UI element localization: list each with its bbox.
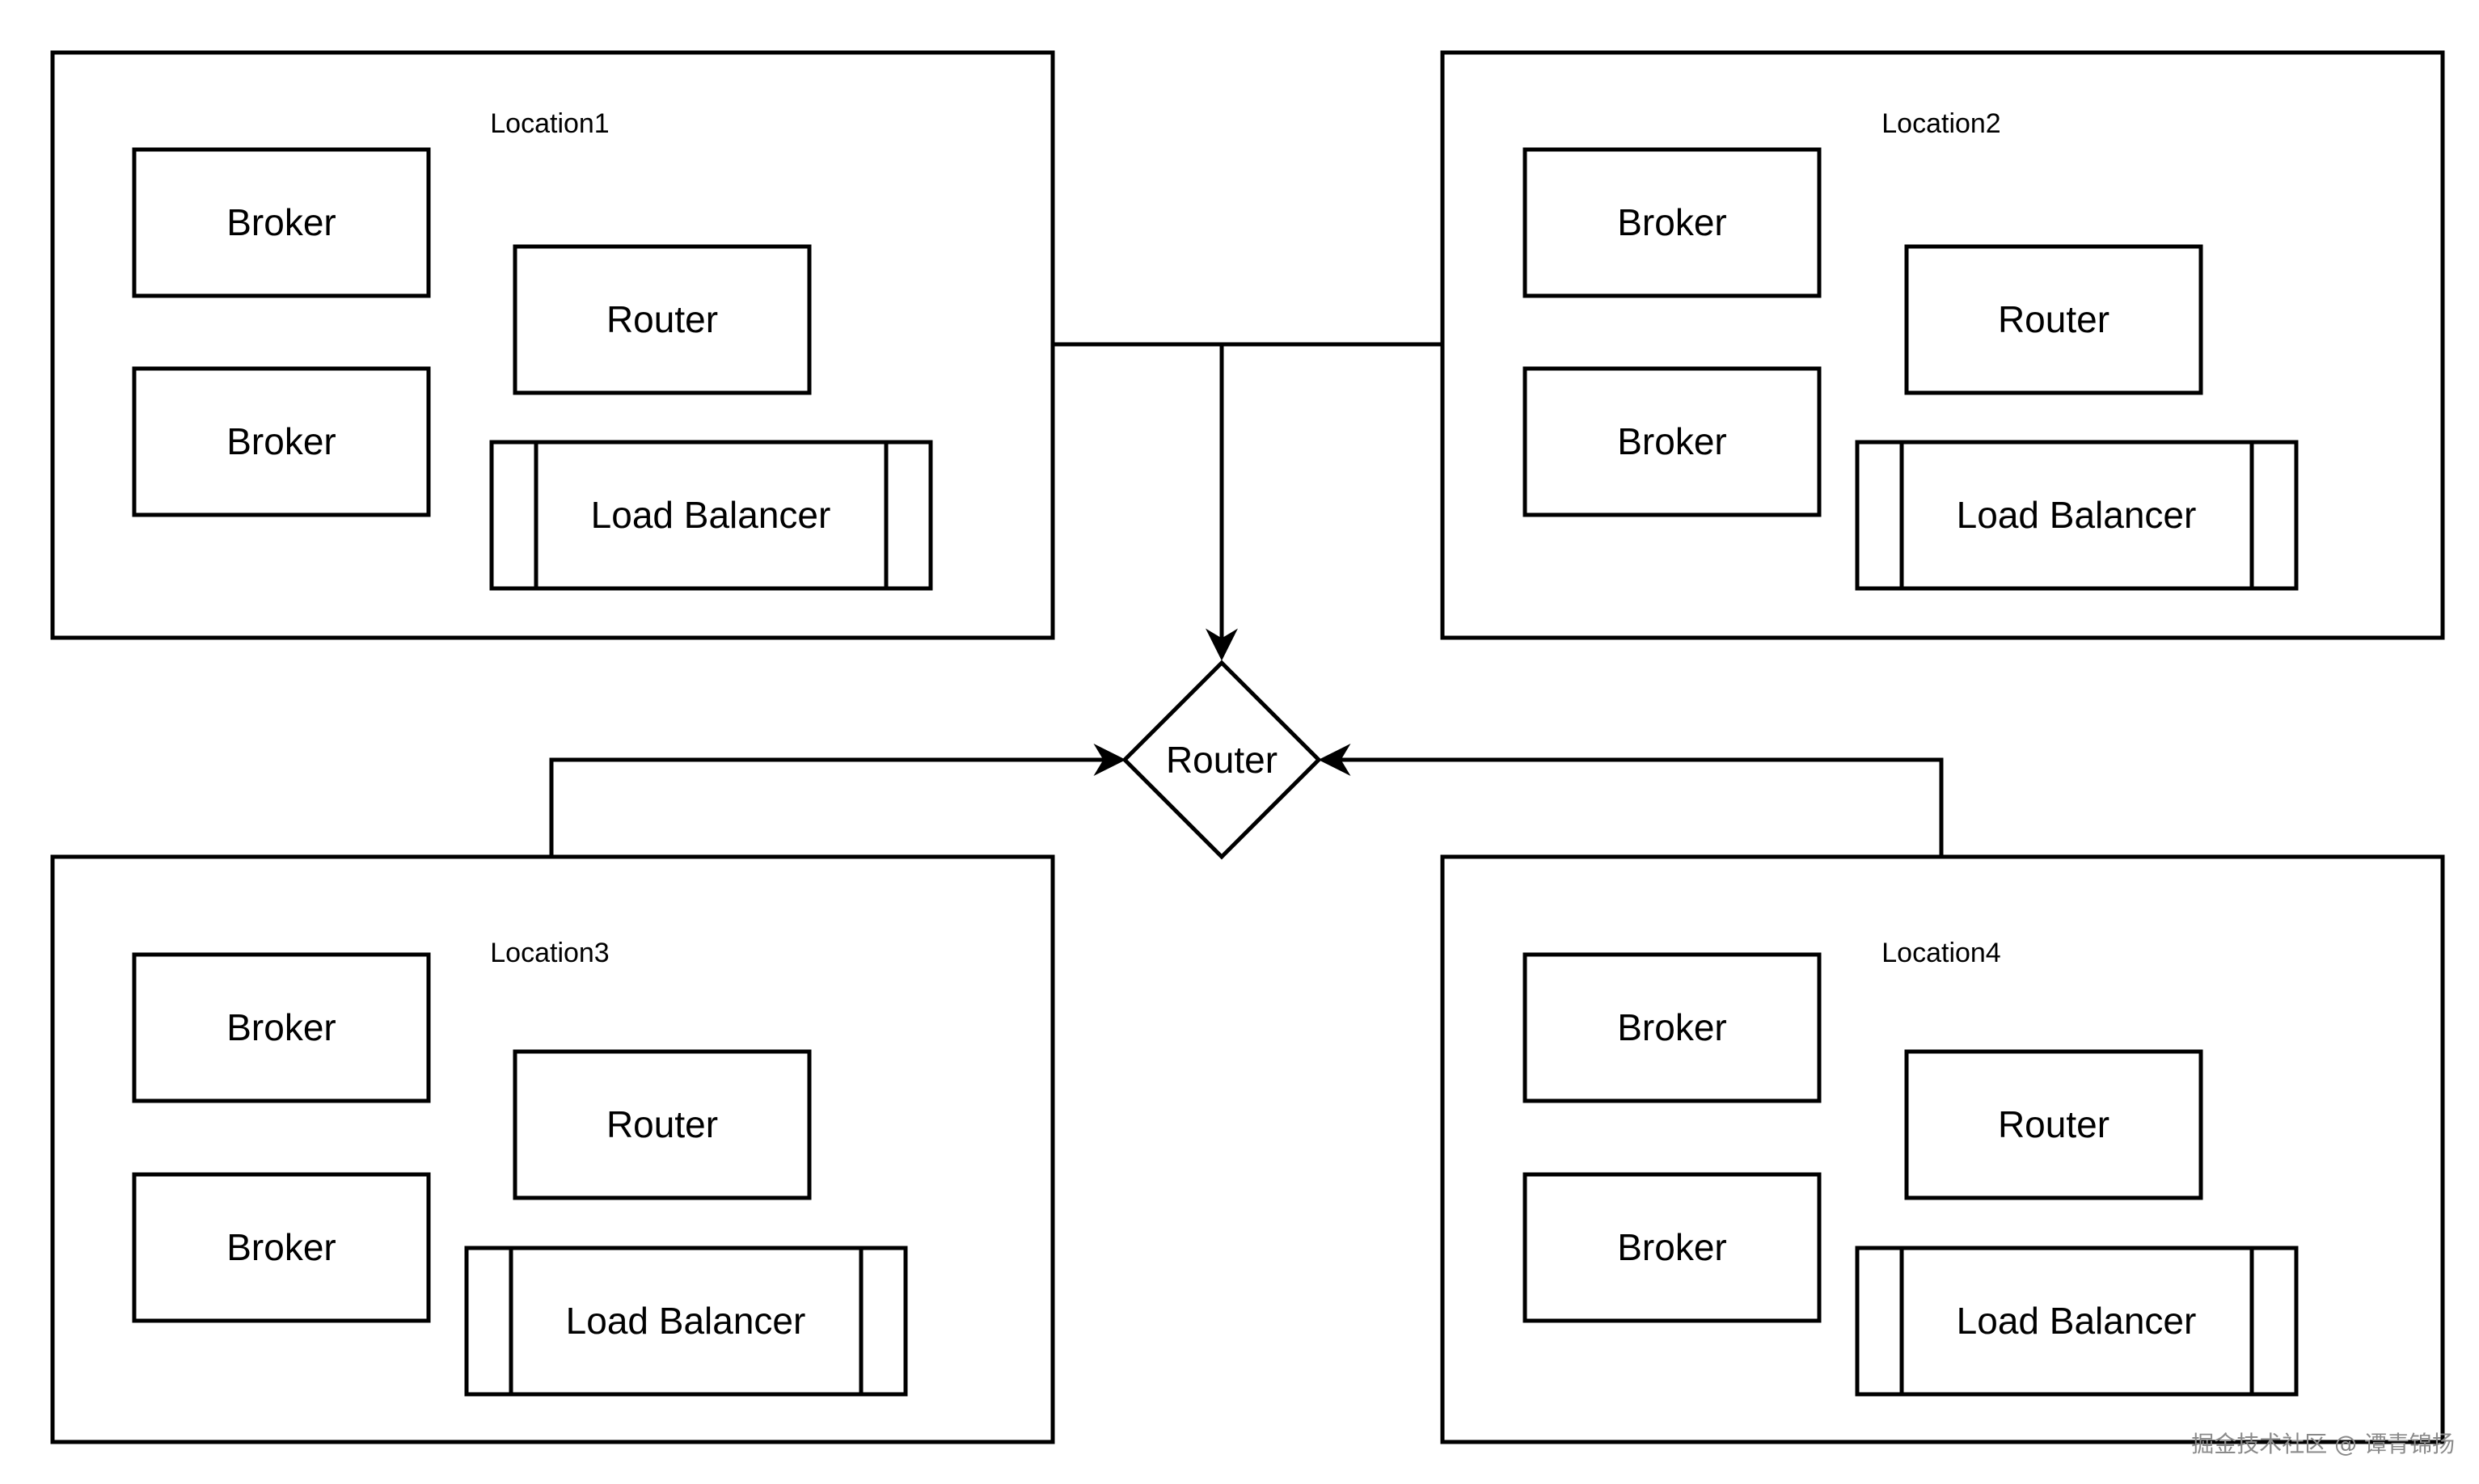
location-1-broker-1 (132, 147, 431, 298)
location-3-router-label: Router (606, 1103, 718, 1145)
location-4-load-balancer-label: Load Balancer (1957, 1300, 2197, 1342)
location-3-router (513, 1049, 812, 1200)
location-1-load-balancer (489, 440, 933, 591)
location-3-title: Location3 (490, 938, 609, 968)
left-arrow-to-central-router (549, 744, 1126, 857)
location-1-router-label: Router (606, 298, 718, 340)
location-3-broker-2-label: Broker (226, 1226, 336, 1268)
location-1-load-balancer-label: Load Balancer (591, 494, 831, 536)
location-1-router (513, 244, 812, 395)
location-4-router-label: Router (1998, 1103, 2109, 1145)
central-router-diamond (1121, 660, 1322, 860)
location-4-group: Location4 Broker Broker Router Load Bala… (1440, 854, 2445, 1444)
location-4-broker-2-label: Broker (1617, 1226, 1726, 1268)
location-3-group: Location3 Broker Broker Router Load Bala… (50, 854, 1055, 1444)
location-1-broker-2-label: Broker (226, 420, 336, 462)
location-4-broker-1-label: Broker (1617, 1006, 1726, 1048)
location-2-load-balancer (1855, 440, 2299, 591)
location-2-load-balancer-label: Load Balancer (1957, 494, 2197, 536)
watermark-text: 掘金技术社区 @ 谭青锦扬 (2191, 1431, 2455, 1457)
location-4-title: Location4 (1881, 938, 2000, 968)
location-2-router (1904, 244, 2203, 395)
location-3-broker-1 (132, 952, 431, 1103)
location-4-broker-1 (1522, 952, 1822, 1103)
location-1-broker-2 (132, 366, 431, 517)
location-3-load-balancer-label: Load Balancer (566, 1300, 806, 1342)
location-2-group: Location2 Broker Broker Router Load Bala… (1440, 50, 2445, 640)
location-4-load-balancer (1855, 1246, 2299, 1397)
location-1-broker-1-label: Broker (226, 201, 336, 243)
location-4-router (1904, 1049, 2203, 1200)
location-3-load-balancer (464, 1246, 908, 1397)
location-2-broker-1-label: Broker (1617, 201, 1726, 243)
location-1-group: Location1 Broker Broker Router Load Bala… (50, 50, 1055, 640)
location-2-broker-1 (1522, 147, 1822, 298)
location-2-broker-2 (1522, 366, 1822, 517)
location-4-broker-2 (1522, 1172, 1822, 1323)
location-2-title: Location2 (1881, 108, 2000, 139)
location-2-router-label: Router (1998, 298, 2109, 340)
location-3-broker-1-label: Broker (226, 1006, 336, 1048)
location-2-broker-2-label: Broker (1617, 420, 1726, 462)
central-router-label: Router (1166, 739, 1278, 781)
right-arrow-to-central-router (1318, 744, 1944, 857)
location-3-broker-2 (132, 1172, 431, 1323)
location-1-title: Location1 (490, 108, 609, 139)
